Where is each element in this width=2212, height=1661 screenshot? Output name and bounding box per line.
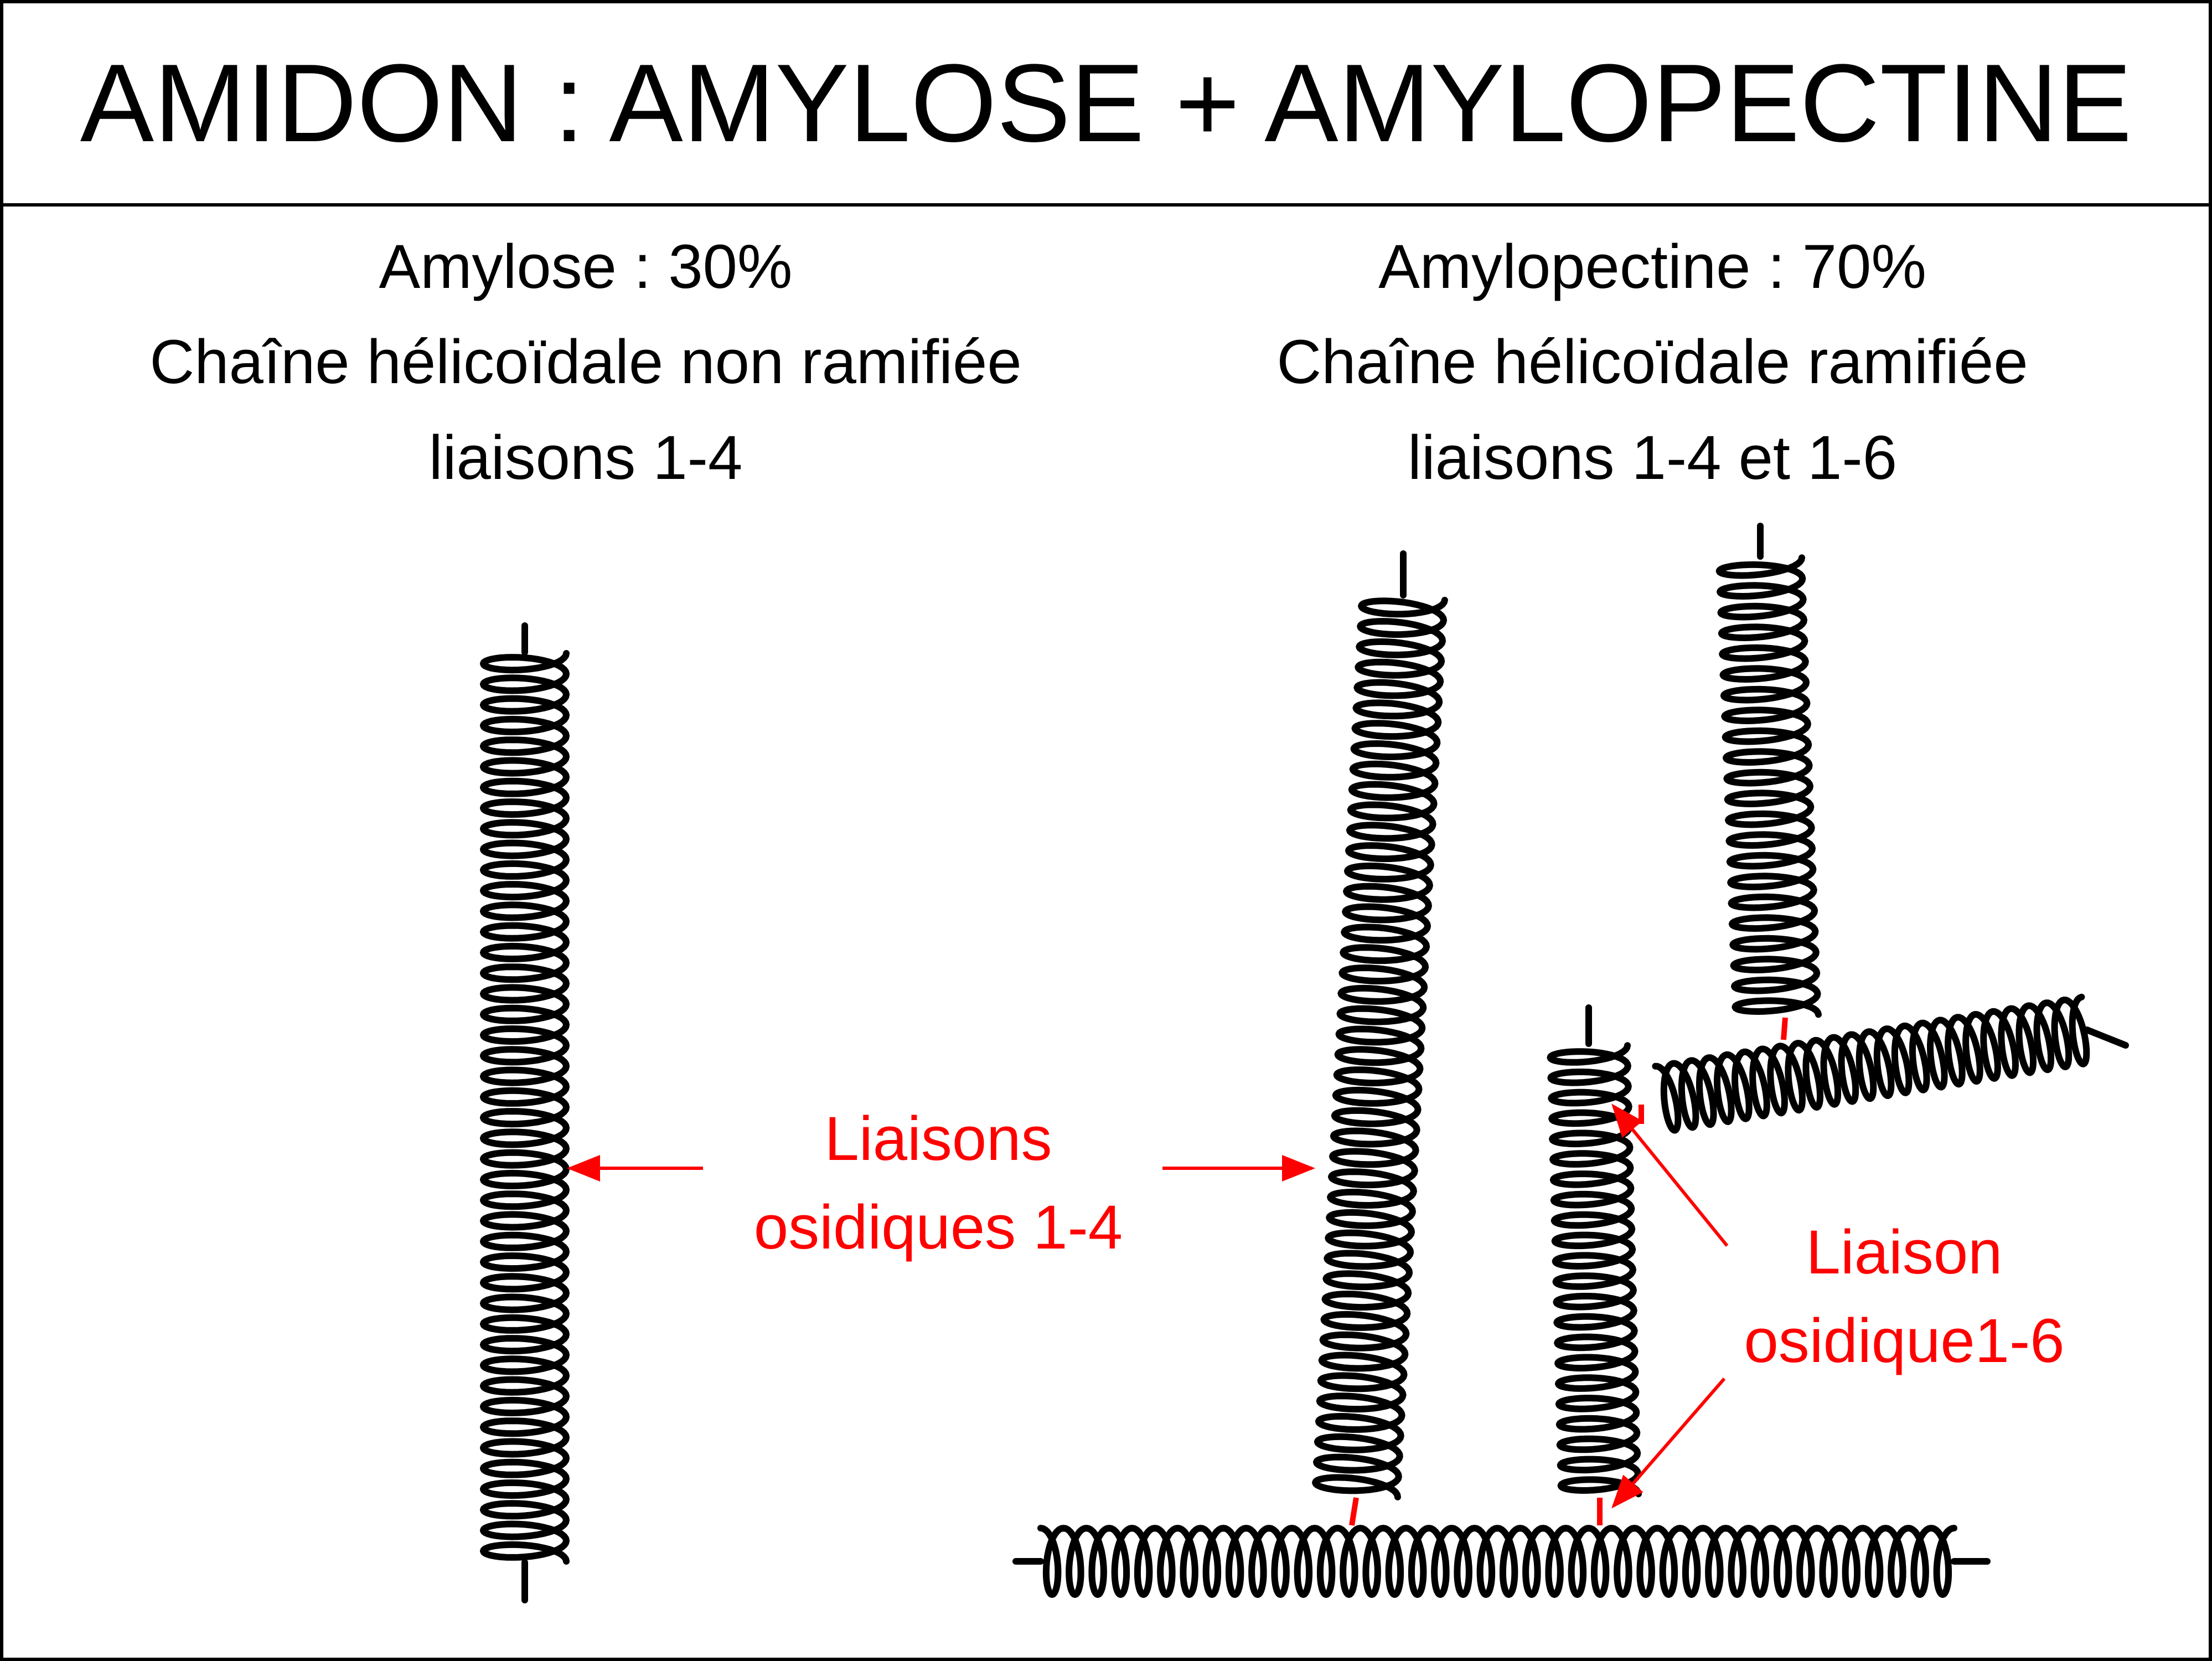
helix-amylopectine-diagonal: [1652, 993, 2129, 1134]
amylose-structure: Chaîne hélicoïdale non ramifiée: [149, 327, 1021, 396]
label-bond-14-line2: osidiques 1-4: [754, 1193, 1123, 1262]
label-bond-16-line1: Liaison: [1806, 1218, 2003, 1287]
amylose-bonds: liaisons 1-4: [429, 423, 743, 492]
label-bond-16-line2: osidique1-6: [1744, 1306, 2064, 1375]
bond-mark-1: [1349, 1497, 1359, 1526]
amylose-description: Amylose : 30% Chaîne hélicoïdale non ram…: [149, 232, 1021, 492]
label-bond-14: Liaisons osidiques 1-4: [754, 1104, 1123, 1262]
amylose-percent: Amylose : 30%: [379, 232, 793, 301]
helix-amylopectine-branch: [1547, 1004, 1642, 1498]
bond-mark-3: [1781, 1017, 1788, 1040]
helix-group: [480, 523, 2129, 1603]
amylopectine-percent: Amylopectine : 70%: [1378, 232, 1926, 301]
arrow-to-branch-bond: [1611, 1103, 1729, 1247]
helix-amylopectine-main: [1312, 550, 1448, 1500]
amylopectine-bonds: liaisons 1-4 et 1-6: [1408, 423, 1897, 492]
amylopectine-description: Amylopectine : 70% Chaîne hélicoïdale ra…: [1276, 232, 2028, 492]
helix-amylopectine-base: [1012, 1525, 1991, 1598]
helix-amylopectine-top: [1715, 523, 1822, 1018]
page-title: AMIDON : AMYLOSE + AMYLOPECTINE: [80, 42, 2132, 165]
label-bond-14-line1: Liaisons: [825, 1104, 1052, 1173]
arrows: [567, 1103, 1729, 1509]
amylopectine-structure: Chaîne hélicoïdale ramifiée: [1276, 327, 2028, 396]
label-bond-16: Liaison osidique1-6: [1744, 1218, 2064, 1375]
helix-amylose: [480, 622, 570, 1603]
arrow-to-base-bond: [1611, 1378, 1726, 1509]
